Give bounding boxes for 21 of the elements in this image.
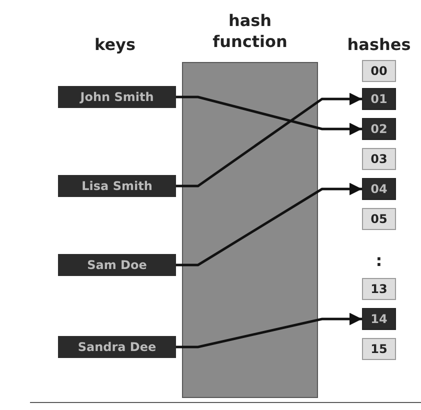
hash-cell: 02 xyxy=(362,118,396,140)
column-heading: hash function xyxy=(212,10,288,52)
arrow xyxy=(176,96,362,136)
arrow xyxy=(176,312,362,348)
arrow xyxy=(176,182,362,266)
hash-cell: 01 xyxy=(362,88,396,110)
hash-cell: 04 xyxy=(362,178,396,200)
hash-cell: 15 xyxy=(362,338,396,360)
key-box: Lisa Smith xyxy=(58,175,176,197)
column-heading: keys xyxy=(93,34,136,55)
hash-cell: 05 xyxy=(362,208,396,230)
hash-cell: 03 xyxy=(362,148,396,170)
hash-cell: 14 xyxy=(362,308,396,330)
hash-cell: 00 xyxy=(362,60,396,82)
key-box: Sam Doe xyxy=(58,254,176,276)
key-box: John Smith xyxy=(58,86,176,108)
hash-cell: 13 xyxy=(362,278,396,300)
column-heading: hashes xyxy=(346,34,412,55)
key-box: Sandra Dee xyxy=(58,336,176,358)
ellipsis: : xyxy=(374,250,384,271)
arrow xyxy=(176,92,362,188)
